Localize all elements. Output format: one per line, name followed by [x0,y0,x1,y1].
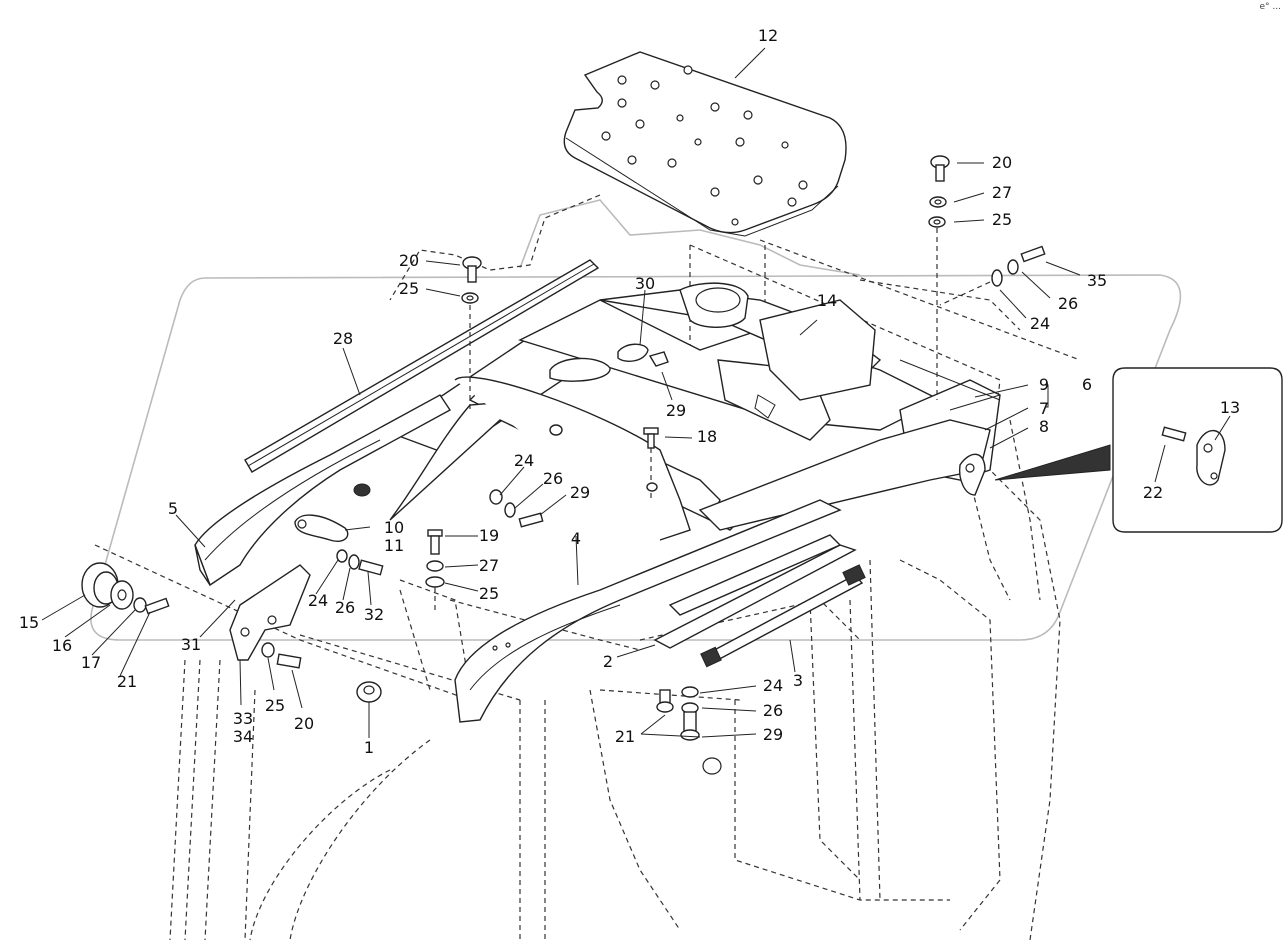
callout-27-top: 27 [992,183,1012,202]
callout-25-bottom: 25 [265,696,285,715]
callout-32-left: 31 [181,635,201,654]
callout-26-left: 26 [335,598,355,617]
callout-26-right: 26 [1058,294,1078,313]
callout-24-left: 24 [308,591,328,610]
callout-labels: 12 20 27 25 20 25 35 26 24 14 30 28 29 9… [19,26,1240,757]
link-10 [294,514,349,542]
right-beam-4 [454,499,842,723]
callout-26-center: 26 [543,469,563,488]
callout-11: 11 [384,536,404,555]
callout-33: 33 [233,709,253,728]
callout-14: 14 [817,291,837,310]
box-14 [759,299,876,401]
callout-24-center: 24 [514,451,534,470]
bolt-23 [144,597,170,615]
callout-27-center: 27 [479,556,499,575]
callout-23: 21 [117,672,137,691]
callout-16: 16 [52,636,72,655]
callout-6: 6 [1082,375,1092,394]
lever-33-34 [229,564,311,661]
callout-26-bottom: 26 [763,701,783,720]
strip-28 [244,259,600,473]
callout-28: 28 [333,329,353,348]
leader-lines [41,47,1231,738]
callout-20-top-right: 20 [992,153,1012,172]
callout-1: 1 [364,738,374,757]
callout-13: 13 [1220,398,1240,417]
callout-25-top-left: 25 [399,279,419,298]
callout-22: 22 [1143,483,1163,502]
floor-plate-12 [563,51,847,237]
callout-5: 5 [168,499,178,518]
callout-8: 8 [1039,417,1049,436]
callout-19: 19 [479,526,499,545]
callout-20-bottom: 20 [294,714,314,733]
callout-3: 3 [793,671,803,690]
callout-12: 12 [758,26,778,45]
callout-21: 21 [615,727,635,746]
washer-16 [110,580,134,610]
callout-7: 7 [1039,399,1049,418]
callout-17: 17 [81,653,101,672]
callout-25-center: 25 [479,584,499,603]
callout-32-top: 30 [635,274,655,293]
nut-1 [356,681,382,703]
fasteners [261,155,1046,775]
callout-30: 29 [666,401,686,420]
plate-holes [601,65,808,226]
channel-2 [653,534,857,649]
callout-4: 4 [571,529,581,548]
corner-mark: e° ... [1259,2,1281,12]
cab-outline [94,194,1081,941]
callout-9: 9 [1039,375,1049,394]
detail-inset [994,367,1283,533]
callout-24-bottom: 24 [763,676,783,695]
callout-35: 35 [1087,271,1107,290]
bracket-7-8-9 [949,394,1001,496]
callout-2: 2 [603,652,613,671]
watermark [90,199,1182,641]
callout-24-right: 24 [1030,314,1050,333]
washer-17 [133,597,147,613]
callout-15: 15 [19,613,39,632]
callout-25-top-right: 25 [992,210,1012,229]
callout-18: 18 [697,427,717,446]
callout-20-top-left: 20 [399,251,419,270]
main-frame [386,282,1001,541]
callout-31: 32 [364,605,384,624]
callout-10: 10 [384,518,404,537]
callout-29-bottom: 29 [763,725,783,744]
gas-strut-3 [700,564,866,668]
left-beam-5 [194,394,452,587]
callout-34: 34 [233,727,253,746]
callout-29-center: 29 [570,483,590,502]
